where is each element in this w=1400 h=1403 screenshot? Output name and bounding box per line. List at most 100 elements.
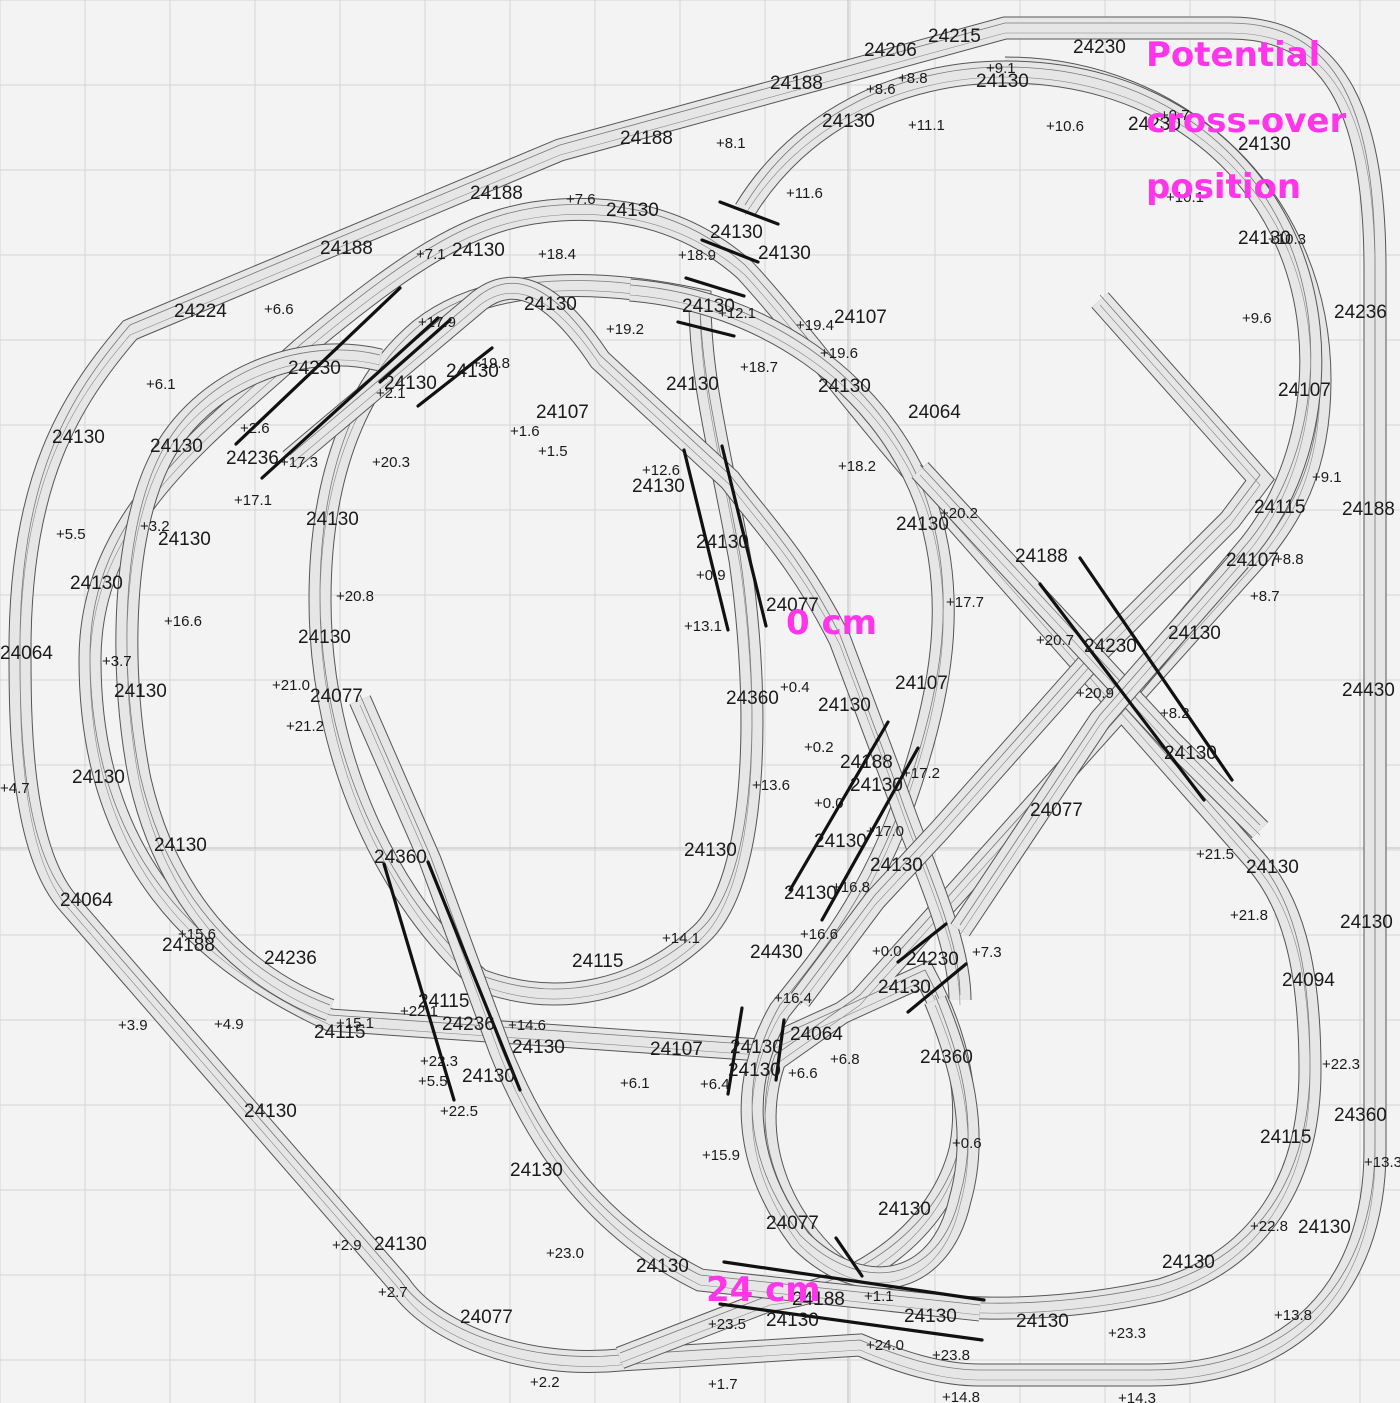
piece-label: 24188 (320, 238, 373, 259)
height-label: +17.0 (866, 823, 904, 840)
track-bed (912, 462, 1268, 838)
height-label: +22.5 (440, 1103, 478, 1120)
piece-label: 24130 (150, 436, 203, 457)
height-label: +2.7 (378, 1284, 408, 1301)
bridge-marker (426, 860, 522, 1092)
piece-label: 24130 (158, 529, 211, 550)
bridge-marker (234, 286, 402, 446)
height-label: +6.4 (700, 1076, 730, 1093)
track-diagonal-a (282, 276, 972, 1006)
height-label: +6.6 (264, 301, 294, 318)
height-label: +19.8 (472, 355, 510, 372)
track-middle-oval (735, 60, 1323, 708)
height-label: +19.4 (796, 317, 834, 334)
bridge-markers (234, 200, 1234, 1342)
height-label: +7.3 (972, 944, 1002, 961)
height-label: +13.1 (684, 618, 722, 635)
height-label: +8.1 (716, 135, 746, 152)
height-label: +12.1 (718, 305, 756, 322)
height-label: +8.8 (1274, 551, 1304, 568)
piece-label: 24130 (814, 831, 867, 852)
height-label: +4.9 (214, 1016, 244, 1033)
bridge-marker (684, 276, 746, 298)
height-label: +8.2 (1160, 705, 1190, 722)
piece-label: 24206 (864, 40, 917, 61)
piece-label: 24130 (976, 71, 1029, 92)
piece-label: 24130 (1340, 912, 1393, 933)
height-label: +23.3 (1108, 1325, 1146, 1342)
height-label: +1.7 (708, 1376, 738, 1393)
height-label: +10.1 (1166, 189, 1204, 206)
piece-label: 24130 (904, 1306, 957, 1327)
height-label: +15.6 (178, 926, 216, 943)
height-label: +20.3 (372, 454, 410, 471)
height-label: +2.2 (530, 1374, 560, 1391)
height-label: +0.0 (872, 943, 902, 960)
piece-label: 24064 (60, 890, 113, 911)
height-label: +20.9 (1076, 685, 1114, 702)
piece-label: 24130 (710, 222, 763, 243)
piece-label: 24130 (606, 200, 659, 221)
piece-label: 24064 (0, 643, 53, 664)
piece-label: 24130 (730, 1037, 783, 1058)
piece-label: 24236 (442, 1014, 495, 1035)
piece-label: 24077 (1030, 800, 1083, 821)
height-label: +13.3 (1364, 1154, 1400, 1171)
height-label: +14.6 (508, 1017, 546, 1034)
height-label: +0.9 (696, 567, 726, 584)
piece-label: 24430 (750, 942, 803, 963)
height-label: +22.3 (420, 1053, 458, 1070)
height-label: +16.6 (164, 613, 202, 630)
piece-label: 24077 (766, 1213, 819, 1234)
height-label: +21.0 (272, 677, 310, 694)
piece-label: 24107 (895, 673, 948, 694)
piece-label: 24188 (1015, 546, 1068, 567)
piece-label: 24130 (70, 573, 123, 594)
rail-line (359, 704, 981, 1316)
piece-label: 24130 (696, 532, 749, 553)
height-label: +14.3 (1118, 1390, 1156, 1403)
piece-label: 24230 (906, 949, 959, 970)
height-label: +0.0 (814, 795, 844, 812)
piece-label: 24077 (766, 595, 819, 616)
height-label: +20.7 (1036, 632, 1074, 649)
height-label: +19.6 (820, 345, 858, 362)
bridge-marker (726, 1006, 744, 1096)
height-label: +10.3 (1268, 231, 1306, 248)
bridge-marker (718, 1302, 984, 1342)
rail-line (959, 564, 1241, 936)
height-label: +22.1 (400, 1003, 438, 1020)
height-label: +11.1 (908, 117, 945, 134)
height-label: +0.2 (804, 739, 834, 756)
height-label: +7.1 (416, 246, 446, 263)
piece-label: 24130 (1162, 1252, 1215, 1273)
bridge-marker (676, 320, 736, 338)
piece-label: 24230 (288, 358, 341, 379)
bridge-marker (1038, 582, 1206, 802)
rail-line (289, 292, 961, 1006)
height-label: +24.0 (866, 1337, 904, 1354)
piece-label: 24188 (1342, 499, 1395, 520)
height-label: +21.8 (1230, 907, 1268, 924)
piece-label: 24130 (1238, 228, 1291, 249)
height-label: +17.3 (280, 454, 318, 471)
piece-label: 24360 (726, 688, 779, 709)
piece-label: 24130 (244, 1101, 297, 1122)
height-label: +18.7 (740, 359, 778, 376)
height-label: +1.6 (510, 423, 540, 440)
piece-label: 24130 (114, 681, 167, 702)
height-label: +23.5 (708, 1316, 746, 1333)
rail-line (629, 284, 969, 1274)
piece-label: 24064 (908, 402, 961, 423)
piece-label: 24130 (1246, 857, 1299, 878)
piece-label: 24130 (1298, 1217, 1351, 1238)
height-label: +6.8 (830, 1051, 860, 1068)
piece-label: 24230 (1073, 37, 1126, 58)
height-label: +13.6 (752, 777, 790, 794)
height-label: +17.9 (418, 314, 456, 331)
height-label: +15.1 (336, 1015, 374, 1032)
piece-label: 24130 (384, 373, 437, 394)
piece-label: 24115 (1260, 1127, 1311, 1148)
piece-label: 24094 (1282, 970, 1335, 991)
